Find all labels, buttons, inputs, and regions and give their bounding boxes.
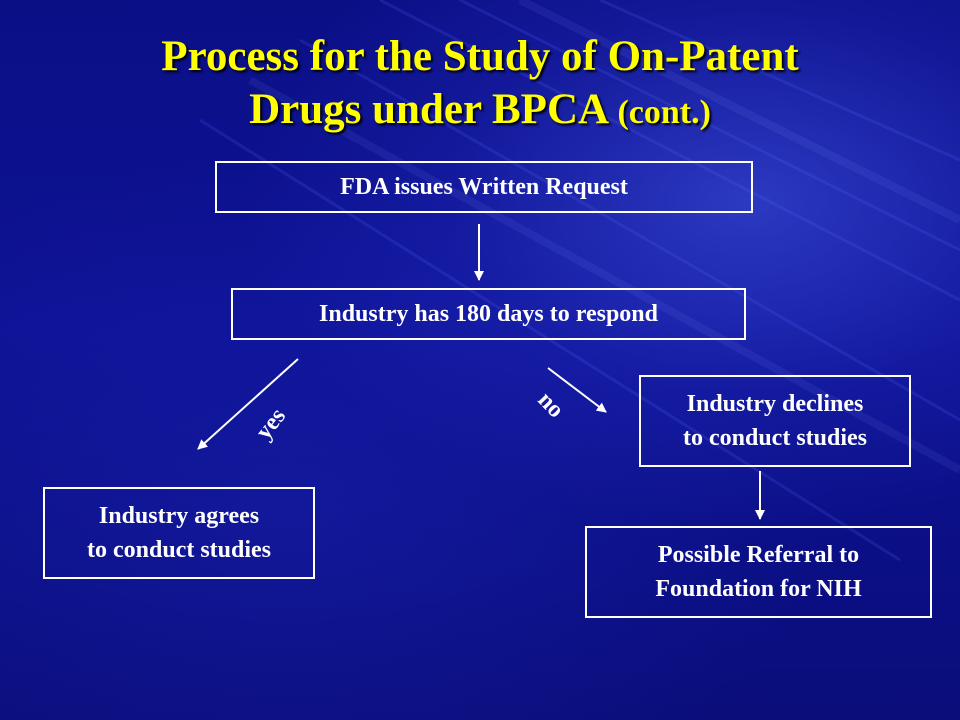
written-request-box: FDA issues Written Request (215, 161, 753, 213)
title-line-2: Drugs under BPCA (cont.) (0, 83, 960, 139)
arrow-no (547, 367, 607, 413)
slide-title: Process for the Study of On-Patent Drugs… (0, 30, 960, 139)
respond-box: Industry has 180 days to respond (231, 288, 746, 340)
title-line-1: Process for the Study of On-Patent (161, 33, 799, 80)
title-main: Drugs under BPCA (249, 86, 607, 133)
arrow-yes (197, 358, 299, 450)
agrees-box: Industry agrees to conduct studies (43, 487, 315, 579)
declines-box: Industry declines to conduct studies (639, 375, 911, 467)
title-suffix: (cont.) (617, 94, 711, 131)
referral-box: Possible Referral to Foundation for NIH (585, 526, 932, 618)
